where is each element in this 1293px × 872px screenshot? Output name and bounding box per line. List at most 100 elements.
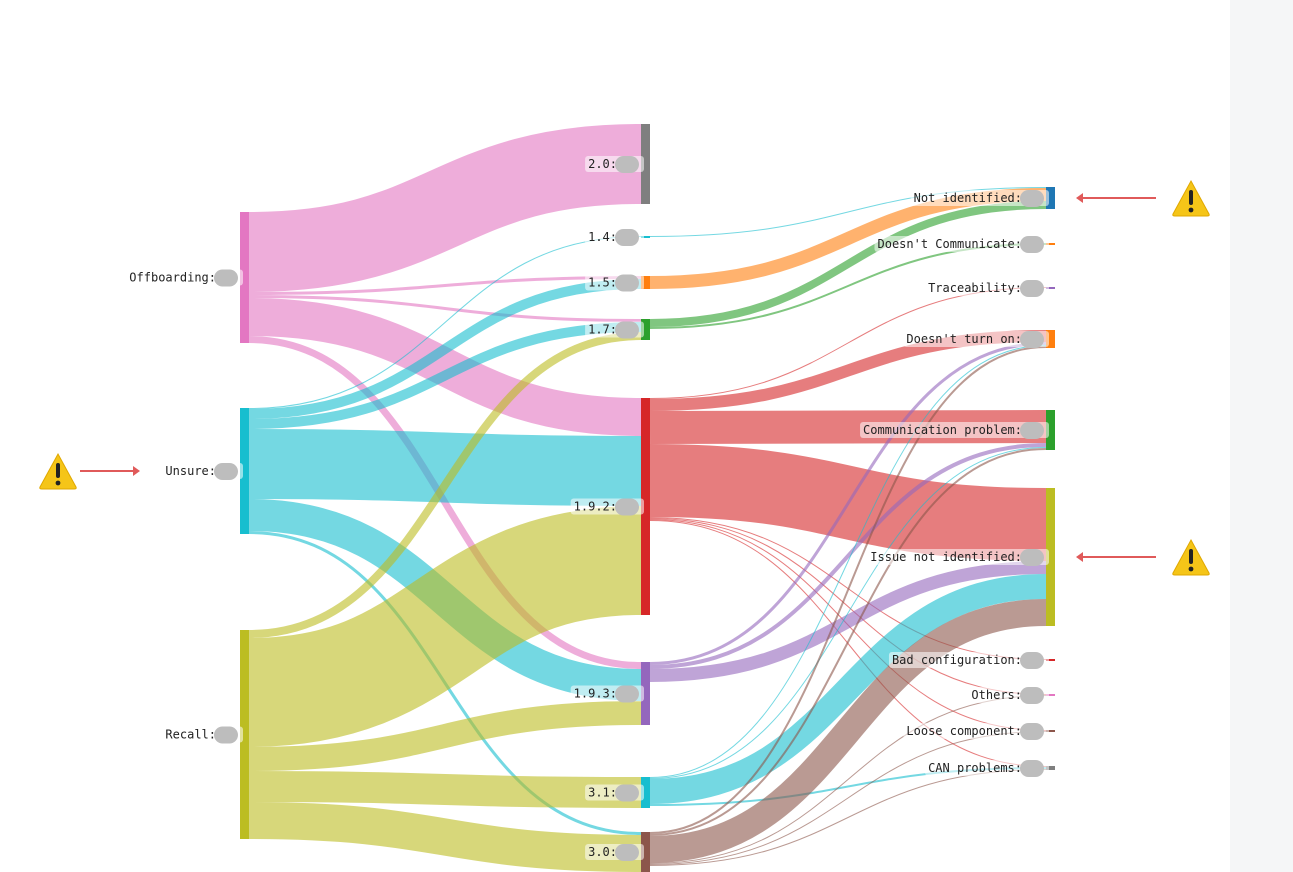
node-can_problems[interactable] bbox=[1046, 766, 1055, 770]
node-label-offboarding: Offboarding: bbox=[126, 269, 243, 287]
node-label-text: 1.9.2: bbox=[574, 500, 617, 514]
node-issue_not_identified[interactable] bbox=[1046, 488, 1055, 626]
redacted-value bbox=[214, 269, 238, 287]
link-v3_0-to-issue_not_identified[interactable] bbox=[649, 599, 1047, 863]
node-label-text: 1.9.3: bbox=[574, 687, 617, 701]
label-background bbox=[867, 549, 1049, 565]
sankey-diagram: Offboarding: Unsure: Recall: 2.0: 1.4: 1.5: 1.… bbox=[126, 124, 1055, 872]
link-recall-to-v1_9_2[interactable] bbox=[247, 506, 643, 747]
node-label-text: Recall: bbox=[165, 728, 216, 742]
node-offboarding[interactable] bbox=[240, 212, 249, 343]
node-label-text: Offboarding: bbox=[129, 271, 216, 285]
link-offboarding-to-v1_5[interactable] bbox=[248, 276, 642, 295]
redacted-value bbox=[1020, 723, 1044, 740]
node-label-v3_1: 3.1: bbox=[585, 784, 644, 802]
node-v1_9_2[interactable] bbox=[641, 398, 650, 615]
node-v2_0[interactable] bbox=[641, 124, 650, 204]
node-label-doesnt_turn_on: Doesn't turn on: bbox=[903, 331, 1049, 348]
link-v3_1-to-issue_not_identified[interactable] bbox=[649, 574, 1047, 804]
redacted-value bbox=[615, 685, 639, 703]
warning-triangle-icon bbox=[39, 452, 77, 490]
node-label-text: Communication problem: bbox=[863, 423, 1022, 437]
node-loose_component[interactable] bbox=[1046, 730, 1055, 732]
link-offboarding-to-v2_0[interactable] bbox=[248, 124, 642, 292]
link-v3_0-to-others[interactable] bbox=[649, 695, 1047, 864]
sankey-labels: Offboarding: Unsure: Recall: 2.0: 1.4: 1.5: 1.… bbox=[126, 156, 1049, 861]
node-communication_problem[interactable] bbox=[1046, 410, 1055, 450]
node-v1_4[interactable] bbox=[641, 236, 650, 238]
link-v1_7-to-not_identified[interactable] bbox=[649, 201, 1047, 327]
link-v1_9_3-to-communication_problem[interactable] bbox=[649, 443, 1047, 669]
label-background bbox=[925, 760, 1049, 776]
node-label-text: 1.7: bbox=[588, 323, 617, 337]
node-label-doesnt_communicate: Doesn't Communicate: bbox=[874, 236, 1049, 253]
node-label-traceability: Traceability: bbox=[925, 280, 1049, 297]
link-unsure-to-v1_4[interactable] bbox=[248, 236, 642, 409]
node-label-text: 1.4: bbox=[588, 230, 617, 244]
link-v3_1-to-communication_problem[interactable] bbox=[649, 447, 1047, 779]
node-label-v1_9_2: 1.9.2: bbox=[570, 498, 644, 516]
link-recall-to-v1_9_3[interactable] bbox=[248, 701, 642, 771]
link-v1_4-to-not_identified[interactable] bbox=[649, 187, 1047, 237]
link-v1_9_3-to-doesnt_turn_on[interactable] bbox=[649, 342, 1047, 665]
node-label-not_identified: Not identified: bbox=[910, 190, 1049, 207]
node-traceability[interactable] bbox=[1046, 287, 1055, 289]
redacted-value bbox=[214, 726, 238, 744]
link-v1_9_3-to-issue_not_identified[interactable] bbox=[649, 561, 1047, 682]
node-not_identified[interactable] bbox=[1046, 187, 1055, 209]
node-label-v2_0: 2.0: bbox=[585, 156, 644, 173]
redacted-value bbox=[615, 784, 639, 802]
link-v1_9_2-to-others[interactable] bbox=[649, 518, 1047, 695]
link-recall-to-v3_0[interactable] bbox=[248, 802, 642, 872]
redacted-value bbox=[615, 229, 639, 246]
redacted-value bbox=[1020, 760, 1044, 777]
label-background bbox=[910, 190, 1049, 206]
link-offboarding-to-v1_7[interactable] bbox=[248, 295, 642, 322]
node-doesnt_turn_on[interactable] bbox=[1046, 330, 1055, 348]
link-v3_0-to-communication_problem[interactable] bbox=[649, 448, 1047, 836]
node-label-text: Bad configuration: bbox=[892, 653, 1022, 667]
node-label-loose_component: Loose component: bbox=[903, 723, 1049, 740]
link-v3_0-to-doesnt_turn_on[interactable] bbox=[649, 346, 1047, 834]
link-offboarding-to-v1_9_2[interactable] bbox=[248, 298, 642, 436]
node-v1_9_3[interactable] bbox=[641, 662, 650, 725]
node-v3_1[interactable] bbox=[641, 777, 650, 808]
node-label-v1_4: 1.4: bbox=[585, 229, 644, 246]
redacted-value bbox=[1020, 190, 1044, 207]
node-unsure[interactable] bbox=[240, 408, 249, 534]
label-background bbox=[903, 723, 1049, 739]
node-doesnt_communicate[interactable] bbox=[1046, 243, 1055, 245]
link-recall-to-v3_1[interactable] bbox=[248, 771, 642, 808]
node-label-text: Not identified: bbox=[914, 191, 1022, 205]
node-label-unsure: Unsure: bbox=[162, 463, 243, 480]
node-label-recall: Recall: bbox=[162, 726, 243, 744]
node-label-text: 1.5: bbox=[588, 276, 617, 290]
redacted-value bbox=[615, 844, 639, 861]
node-label-text: Others: bbox=[971, 688, 1022, 702]
sankey-nodes bbox=[240, 124, 1055, 872]
node-label-bad_configuration: Bad configuration: bbox=[888, 652, 1049, 669]
link-unsure-to-v1_5[interactable] bbox=[248, 279, 642, 419]
node-v3_0[interactable] bbox=[641, 832, 650, 872]
node-bad_configuration[interactable] bbox=[1046, 659, 1055, 661]
node-label-v1_5: 1.5: bbox=[585, 274, 644, 292]
redacted-value bbox=[615, 498, 639, 516]
link-recall-to-v1_7[interactable] bbox=[248, 332, 642, 638]
right-side-panel bbox=[1230, 0, 1293, 872]
node-recall[interactable] bbox=[240, 630, 249, 839]
node-label-can_problems: CAN problems: bbox=[925, 760, 1049, 777]
node-label-text: Doesn't Communicate: bbox=[878, 237, 1023, 251]
node-others[interactable] bbox=[1046, 694, 1055, 696]
node-label-v1_7: 1.7: bbox=[585, 321, 644, 339]
node-v1_5[interactable] bbox=[641, 276, 650, 289]
node-label-text: 3.0: bbox=[588, 845, 617, 859]
link-unsure-to-v1_7[interactable] bbox=[248, 322, 642, 429]
node-label-text: Doesn't turn on: bbox=[906, 332, 1022, 346]
node-label-v3_0: 3.0: bbox=[585, 844, 644, 861]
node-label-text: 3.1: bbox=[588, 786, 617, 800]
link-v3_1-to-doesnt_turn_on[interactable] bbox=[649, 345, 1047, 778]
redacted-value bbox=[1020, 549, 1044, 566]
node-v1_7[interactable] bbox=[641, 319, 650, 340]
redacted-value bbox=[1020, 236, 1044, 253]
link-unsure-to-v1_9_2[interactable] bbox=[248, 429, 642, 506]
